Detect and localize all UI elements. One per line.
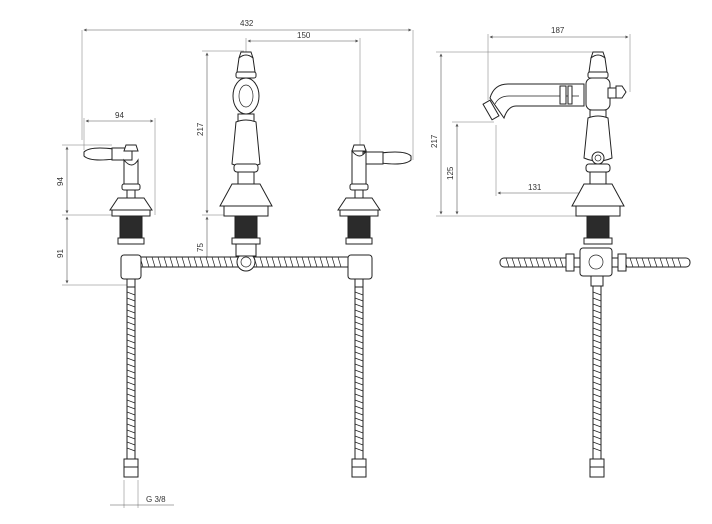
front-view: 432 150 94 217 94: [56, 19, 414, 508]
dim-lever-height: 94: [56, 144, 120, 216]
center-spout: [219, 51, 273, 257]
left-valve: [83, 144, 153, 478]
dim-spout-height: 217: [196, 50, 244, 216]
dim-center-spacing-label: 150: [297, 31, 311, 40]
dim-outlet-height-label: 125: [446, 166, 455, 180]
dim-stem-offset-label: 75: [196, 243, 205, 252]
dim-spout-projection: 131: [495, 125, 593, 196]
dim-side-height: 217: [430, 51, 594, 217]
side-spout-arm: [482, 83, 585, 121]
dim-base-height: 91: [56, 216, 128, 286]
dim-outlet-height: 125: [446, 121, 494, 215]
dim-total-width: 432: [81, 19, 414, 160]
dim-base-height-label: 91: [56, 249, 65, 258]
dim-lever-reach: 94: [83, 111, 156, 215]
thread-label: G 3/8: [146, 495, 166, 504]
dim-side-reach-label: 187: [551, 26, 565, 35]
side-connecting-hose: [499, 247, 691, 277]
dim-lever-height-label: 94: [56, 177, 65, 186]
right-valve: [337, 144, 412, 478]
dim-spout-height-label: 217: [196, 122, 205, 136]
side-view: 187 217 125 131: [430, 26, 691, 478]
dim-thread: G 3/8: [110, 480, 174, 508]
side-body: [571, 51, 627, 245]
dim-lever-reach-label: 94: [115, 111, 124, 120]
dim-side-height-label: 217: [430, 134, 439, 148]
side-lower-hose: [589, 275, 605, 478]
dim-spout-projection-label: 131: [528, 183, 542, 192]
dim-total-width-label: 432: [240, 19, 254, 28]
dim-center-spacing: 150: [245, 31, 361, 150]
dim-side-reach: 187: [487, 26, 631, 100]
